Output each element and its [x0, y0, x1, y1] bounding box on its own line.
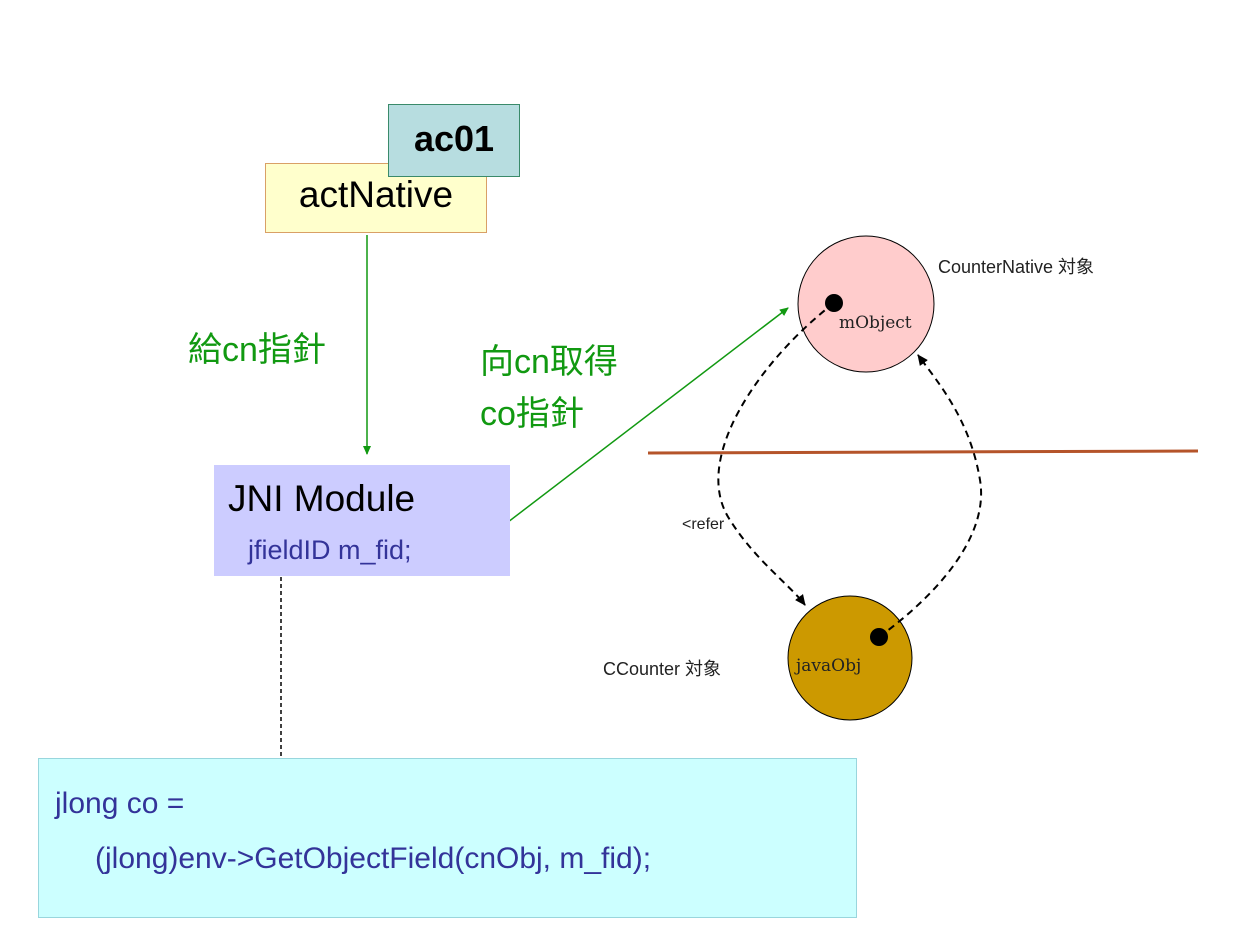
get-pointer-label-line1: 向cn取得 — [480, 343, 618, 381]
back-reference-curve-arrow — [878, 354, 983, 638]
give-pointer-label: 給cn指針 — [188, 331, 326, 369]
mobject-field-label: mObject — [839, 313, 912, 333]
code-note-line1: jlong co = — [55, 787, 185, 820]
ac01-box — [388, 104, 520, 177]
counternative-circle — [797, 235, 935, 373]
javaobj-field-label: javaObj — [796, 656, 862, 676]
ccounter-circle — [787, 595, 913, 721]
counternative-object-label: CounterNative 対象 — [938, 257, 1095, 277]
get-pointer-arrow — [477, 307, 789, 546]
ac01-label: ac01 — [413, 118, 495, 159]
get-pointer-label-line2: co指針 — [480, 395, 584, 433]
jni-module-box — [214, 465, 510, 576]
jni-module-field: jfieldID m_fid; — [248, 535, 412, 565]
code-note-box — [38, 758, 857, 918]
divider-line — [647, 449, 1199, 455]
refer-label: <refer — [682, 516, 725, 533]
jni-module-title: JNI Module — [228, 478, 416, 519]
ccounter-object-label: CCounter 対象 — [603, 659, 722, 679]
actnative-label: actNative — [298, 174, 454, 215]
refer-curve-arrow — [717, 302, 835, 606]
code-note-line2: (jlong)env->GetObjectField(cnObj, m_fid)… — [95, 842, 652, 875]
